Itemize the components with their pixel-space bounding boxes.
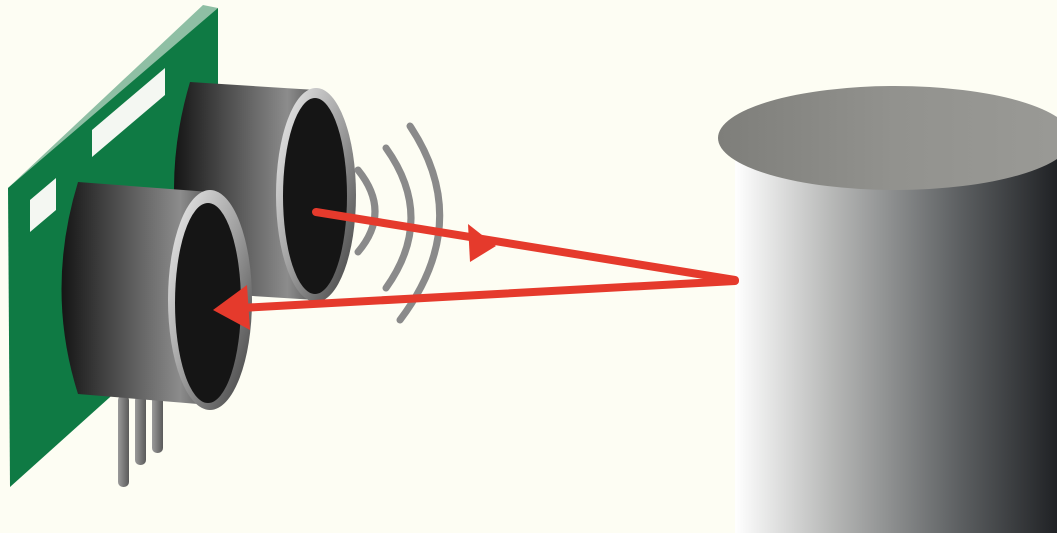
emitted-signal-arrow (312, 208, 739, 284)
obstacle-cylinder (718, 86, 1057, 533)
pin-2 (135, 395, 146, 465)
receiver-transducer (61, 182, 252, 410)
pin-3 (152, 395, 163, 453)
pin-1 (118, 395, 129, 487)
receiver-face (175, 203, 241, 403)
pcb-silkscreen-pad-right (92, 68, 165, 157)
emitter-face (283, 98, 347, 294)
sound-wave-2 (382, 144, 415, 292)
obstacle-top-face (718, 86, 1057, 190)
pcb-silkscreen-pad-left (30, 178, 56, 232)
obstacle-body (735, 138, 1057, 533)
emitted-signal-arrowhead (468, 224, 496, 262)
signal-arrows (213, 208, 739, 330)
echo-signal-arrow (236, 277, 739, 312)
header-pins (118, 395, 163, 487)
echo-signal-arrowhead (213, 285, 250, 330)
sound-wave-1 (354, 166, 379, 256)
